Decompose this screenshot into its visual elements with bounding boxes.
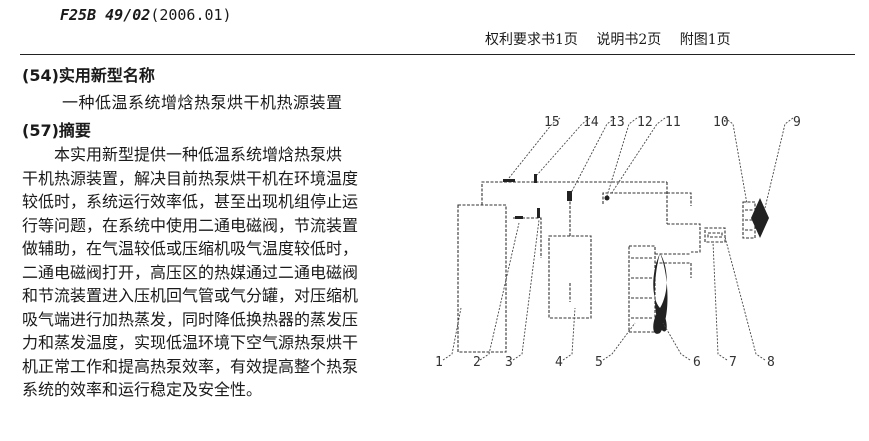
label-11: 11 [665,115,681,130]
page-counts: 权利要求书1页 说明书2页 附图1页 [485,29,745,49]
component-5-coil [628,245,656,333]
abstract-line: 行等问题，在系统中使用二通电磁阀，节流装置 [22,215,359,235]
refrigerant-pipe [481,181,667,205]
abstract-line: 吸气端进行加热蒸发，同时降低换热器的蒸发压 [22,309,359,329]
label-2: 2 [473,355,481,370]
abstract-heading: (57)摘要 [22,121,91,140]
utility-model-name-heading: (54)实用新型名称 [22,66,155,85]
label-9: 9 [793,115,801,130]
abstract-line: 较低时，系统运行效率低，甚至出现机组停止运 [22,192,359,211]
abstract-line: 机正常工作和提高热泵效率，有效提高整个热泵 [22,356,359,376]
claims-pages: 权利要求书1页 [485,32,578,48]
label-8: 8 [767,355,775,370]
label-6: 6 [693,355,701,370]
valve-14-marker [534,174,537,183]
fan-6-icon [653,253,667,332]
label-14: 14 [583,115,599,130]
valve-15-marker [503,179,515,182]
header-divider [20,54,855,55]
abstract-line: 干机热源装置，解决目前热泵烘干机在环境温度 [22,168,359,188]
ipc-classification: F25B 49/02(2006.01) [60,6,232,24]
label-7: 7 [729,355,737,370]
component-1-box [457,204,507,353]
label-5: 5 [595,355,603,370]
ipc-code: F25B 49/02 [60,6,151,24]
label-10: 10 [713,115,729,130]
component-4-tank [548,235,592,319]
utility-model-title: 一种低温系统增焓热泵烘干机热源装置 [62,93,343,112]
label-3: 3 [505,355,513,370]
component-8-part [707,232,723,238]
abstract-line: 本实用新型提供一种低温系统增焓热泵烘 [54,145,343,164]
description-pages: 说明书2页 [596,32,662,48]
abstract-figure: 1 2 3 4 5 6 7 8 9 10 11 12 13 14 15 [435,115,801,370]
abstract-line: 和节流装置进入压机回气管或气分罐，对压缩机 [22,286,359,305]
valve-13-marker [567,191,572,201]
ipc-version: (2006.01) [150,6,232,24]
label-4: 4 [555,355,563,370]
label-13: 13 [609,115,625,130]
component-7-valve [704,227,726,243]
valve-2-marker [515,216,523,219]
label-1: 1 [435,355,443,370]
fan-9-icon [751,198,769,238]
abstract-line: 做辅助，在气温较低或压缩机吸气温度较低时， [22,239,359,258]
valve-12-marker [604,195,610,201]
abstract-line: 系统的效率和运行稳定及安全性。 [22,380,263,399]
abstract-line: 二通电磁阀打开，高压区的热媒通过二通电磁阀 [22,262,359,282]
label-15: 15 [544,115,560,130]
valve-3-marker [537,208,540,218]
abstract-line: 力和蒸发温度，实现低温环境下空气源热泵烘干 [22,333,359,352]
drawing-pages: 附图1页 [679,32,731,48]
label-12: 12 [637,115,653,130]
abstract-body: 本实用新型提供一种低温系统增焓热泵烘 干机热源装置，解决目前热泵烘干机在环境温度… [22,143,402,402]
